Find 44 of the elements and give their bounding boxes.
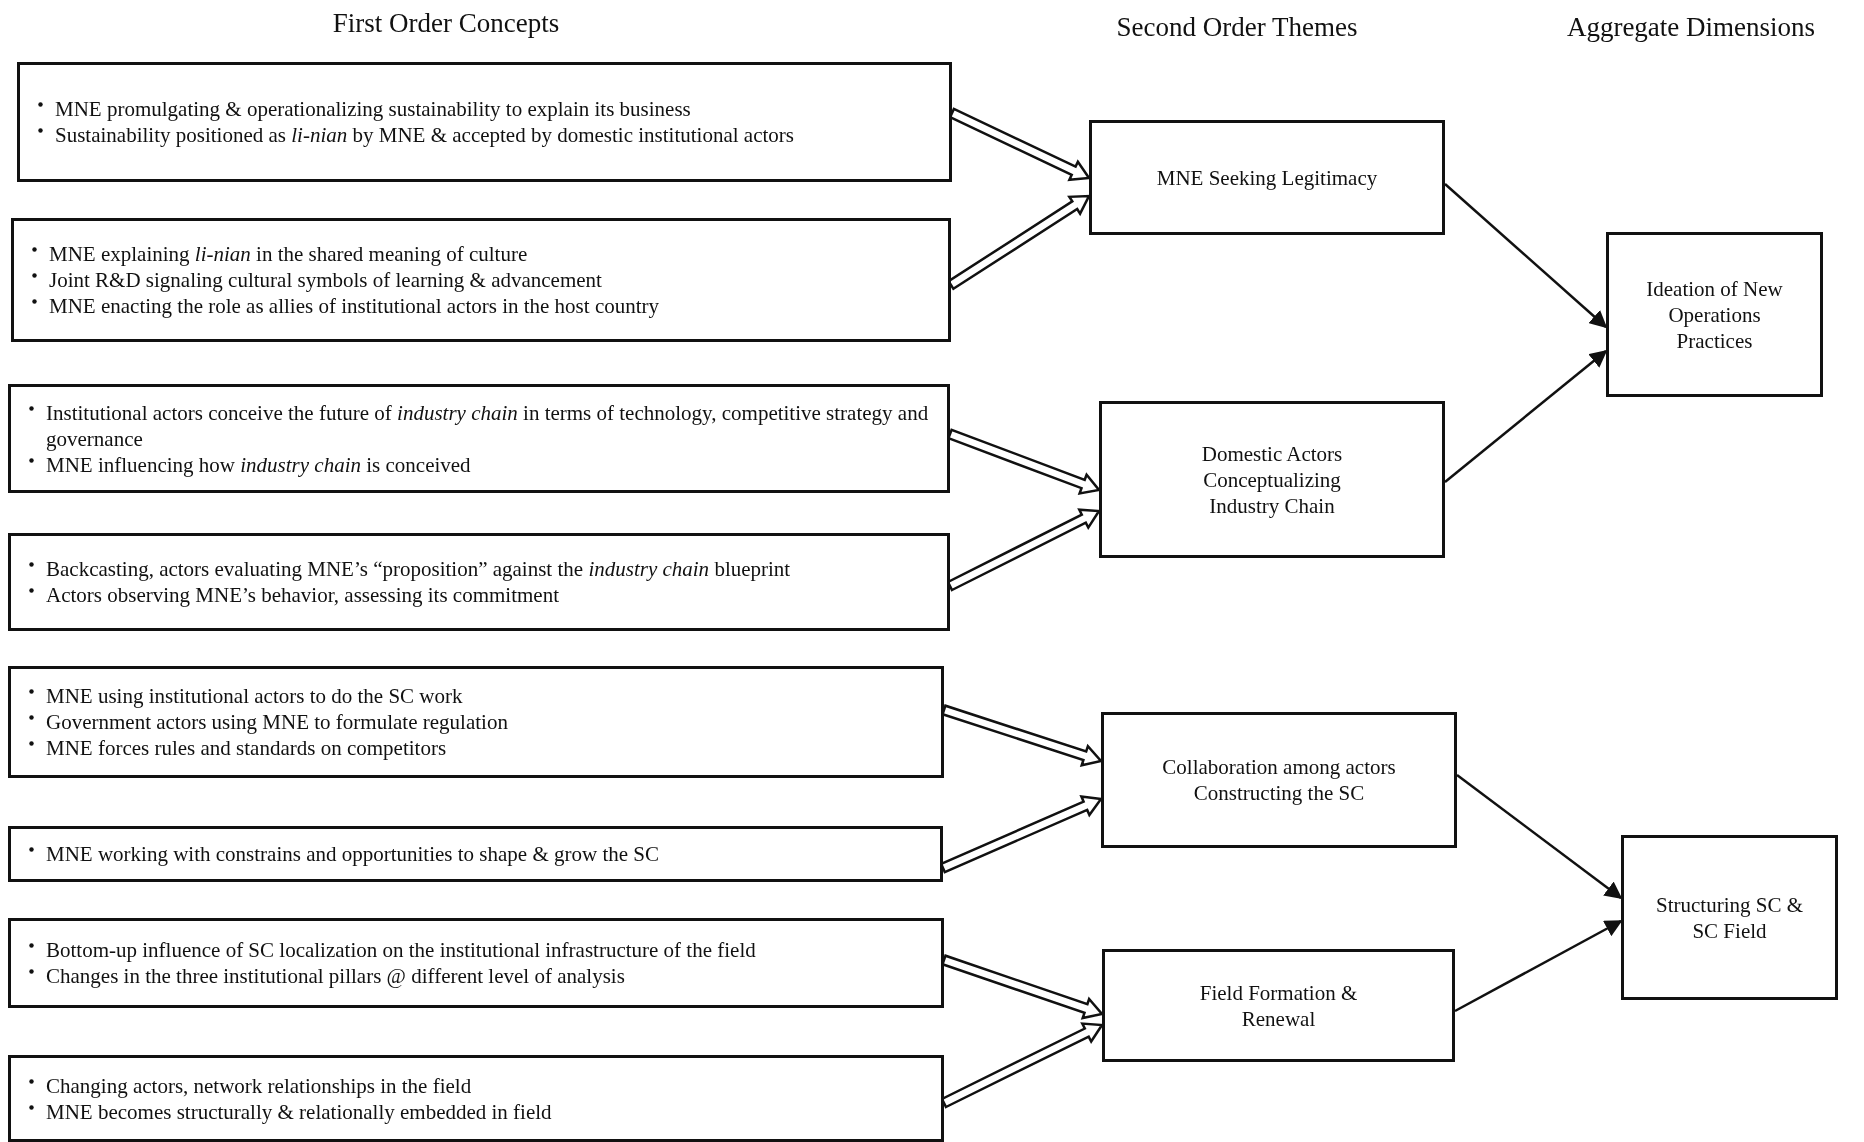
theme-box [1621, 835, 1838, 1000]
theme-box [1102, 949, 1455, 1062]
bullet-item: Bottom-up influence of SC localization on the institutional infrastructure of the field [46, 937, 756, 963]
node-label: Domestic Actors Conceptualizing Industry Chain [1200, 440, 1344, 519]
column-heading: Aggregate Dimensions [1566, 12, 1816, 43]
concept-box [8, 1055, 944, 1142]
theme-box [1089, 120, 1445, 235]
node-label: Collaboration among actors Constructing the SC [1161, 754, 1397, 806]
bullet-item: MNE forces rules and standards on competitors [46, 735, 447, 761]
concept-box [8, 918, 944, 1008]
bullet-item: Changing actors, network relationships in the field [46, 1072, 472, 1099]
bullet-item: MNE promulgating & operationalizing sustainability to explain its business [55, 96, 691, 122]
node-label: Ideation of New Operations Practices [1645, 275, 1784, 354]
theme-box [1101, 712, 1457, 848]
concept-box [17, 62, 952, 182]
concept-box [8, 384, 950, 493]
node-label: Field Formation & Renewal [1198, 979, 1359, 1032]
bullet-item: MNE enacting the role as allies of institutional actors in the host country [49, 293, 660, 319]
hollow-arrow [941, 704, 1104, 767]
arrow [1444, 183, 1608, 329]
arrow [1454, 919, 1623, 1013]
concept-box [11, 218, 951, 342]
concept-box [8, 533, 950, 631]
bullet-item: Actors observing MNE’s behavior, assessing its commitment [46, 582, 559, 608]
node-label: MNE Seeking Legitimacy [1156, 164, 1378, 191]
bullet-item: Government actors using MNE to formulate regulation [46, 709, 508, 735]
concept-box [8, 826, 943, 882]
node-label: Structuring SC & SC Field [1655, 891, 1804, 944]
arrow [1444, 349, 1608, 483]
theme-box [1099, 401, 1445, 558]
bullet-item: Sustainability positioned as li-nian by MNE & accepted by domestic institutional actors [55, 122, 794, 148]
bullet-item: MNE becomes structurally & relationally embedded in field [46, 1098, 552, 1125]
bullet-item: MNE working with constrains and opportunities to shape & grow the SC [46, 841, 660, 867]
bullet-item: Joint R&D signaling cultural symbols of learning & advancement [49, 267, 602, 293]
bullet-item: MNE using institutional actors to do the SC work [46, 683, 463, 709]
bullet-item: MNE influencing how industry chain is conceived [46, 451, 471, 478]
bullet-item: MNE explaining li-nian in the shared meaning of culture [49, 241, 528, 267]
theme-box [1606, 232, 1823, 397]
bullet-item: Backcasting, actors evaluating MNE’s “proposition” against the industry chain blueprint [46, 556, 791, 582]
column-heading: First Order Concepts [332, 8, 560, 39]
concept-box [8, 666, 944, 778]
column-heading: Second Order Themes [1116, 12, 1358, 43]
bullet-item: Changes in the three institutional pillars @ different level of analysis [46, 963, 625, 989]
arrow [1456, 774, 1623, 900]
